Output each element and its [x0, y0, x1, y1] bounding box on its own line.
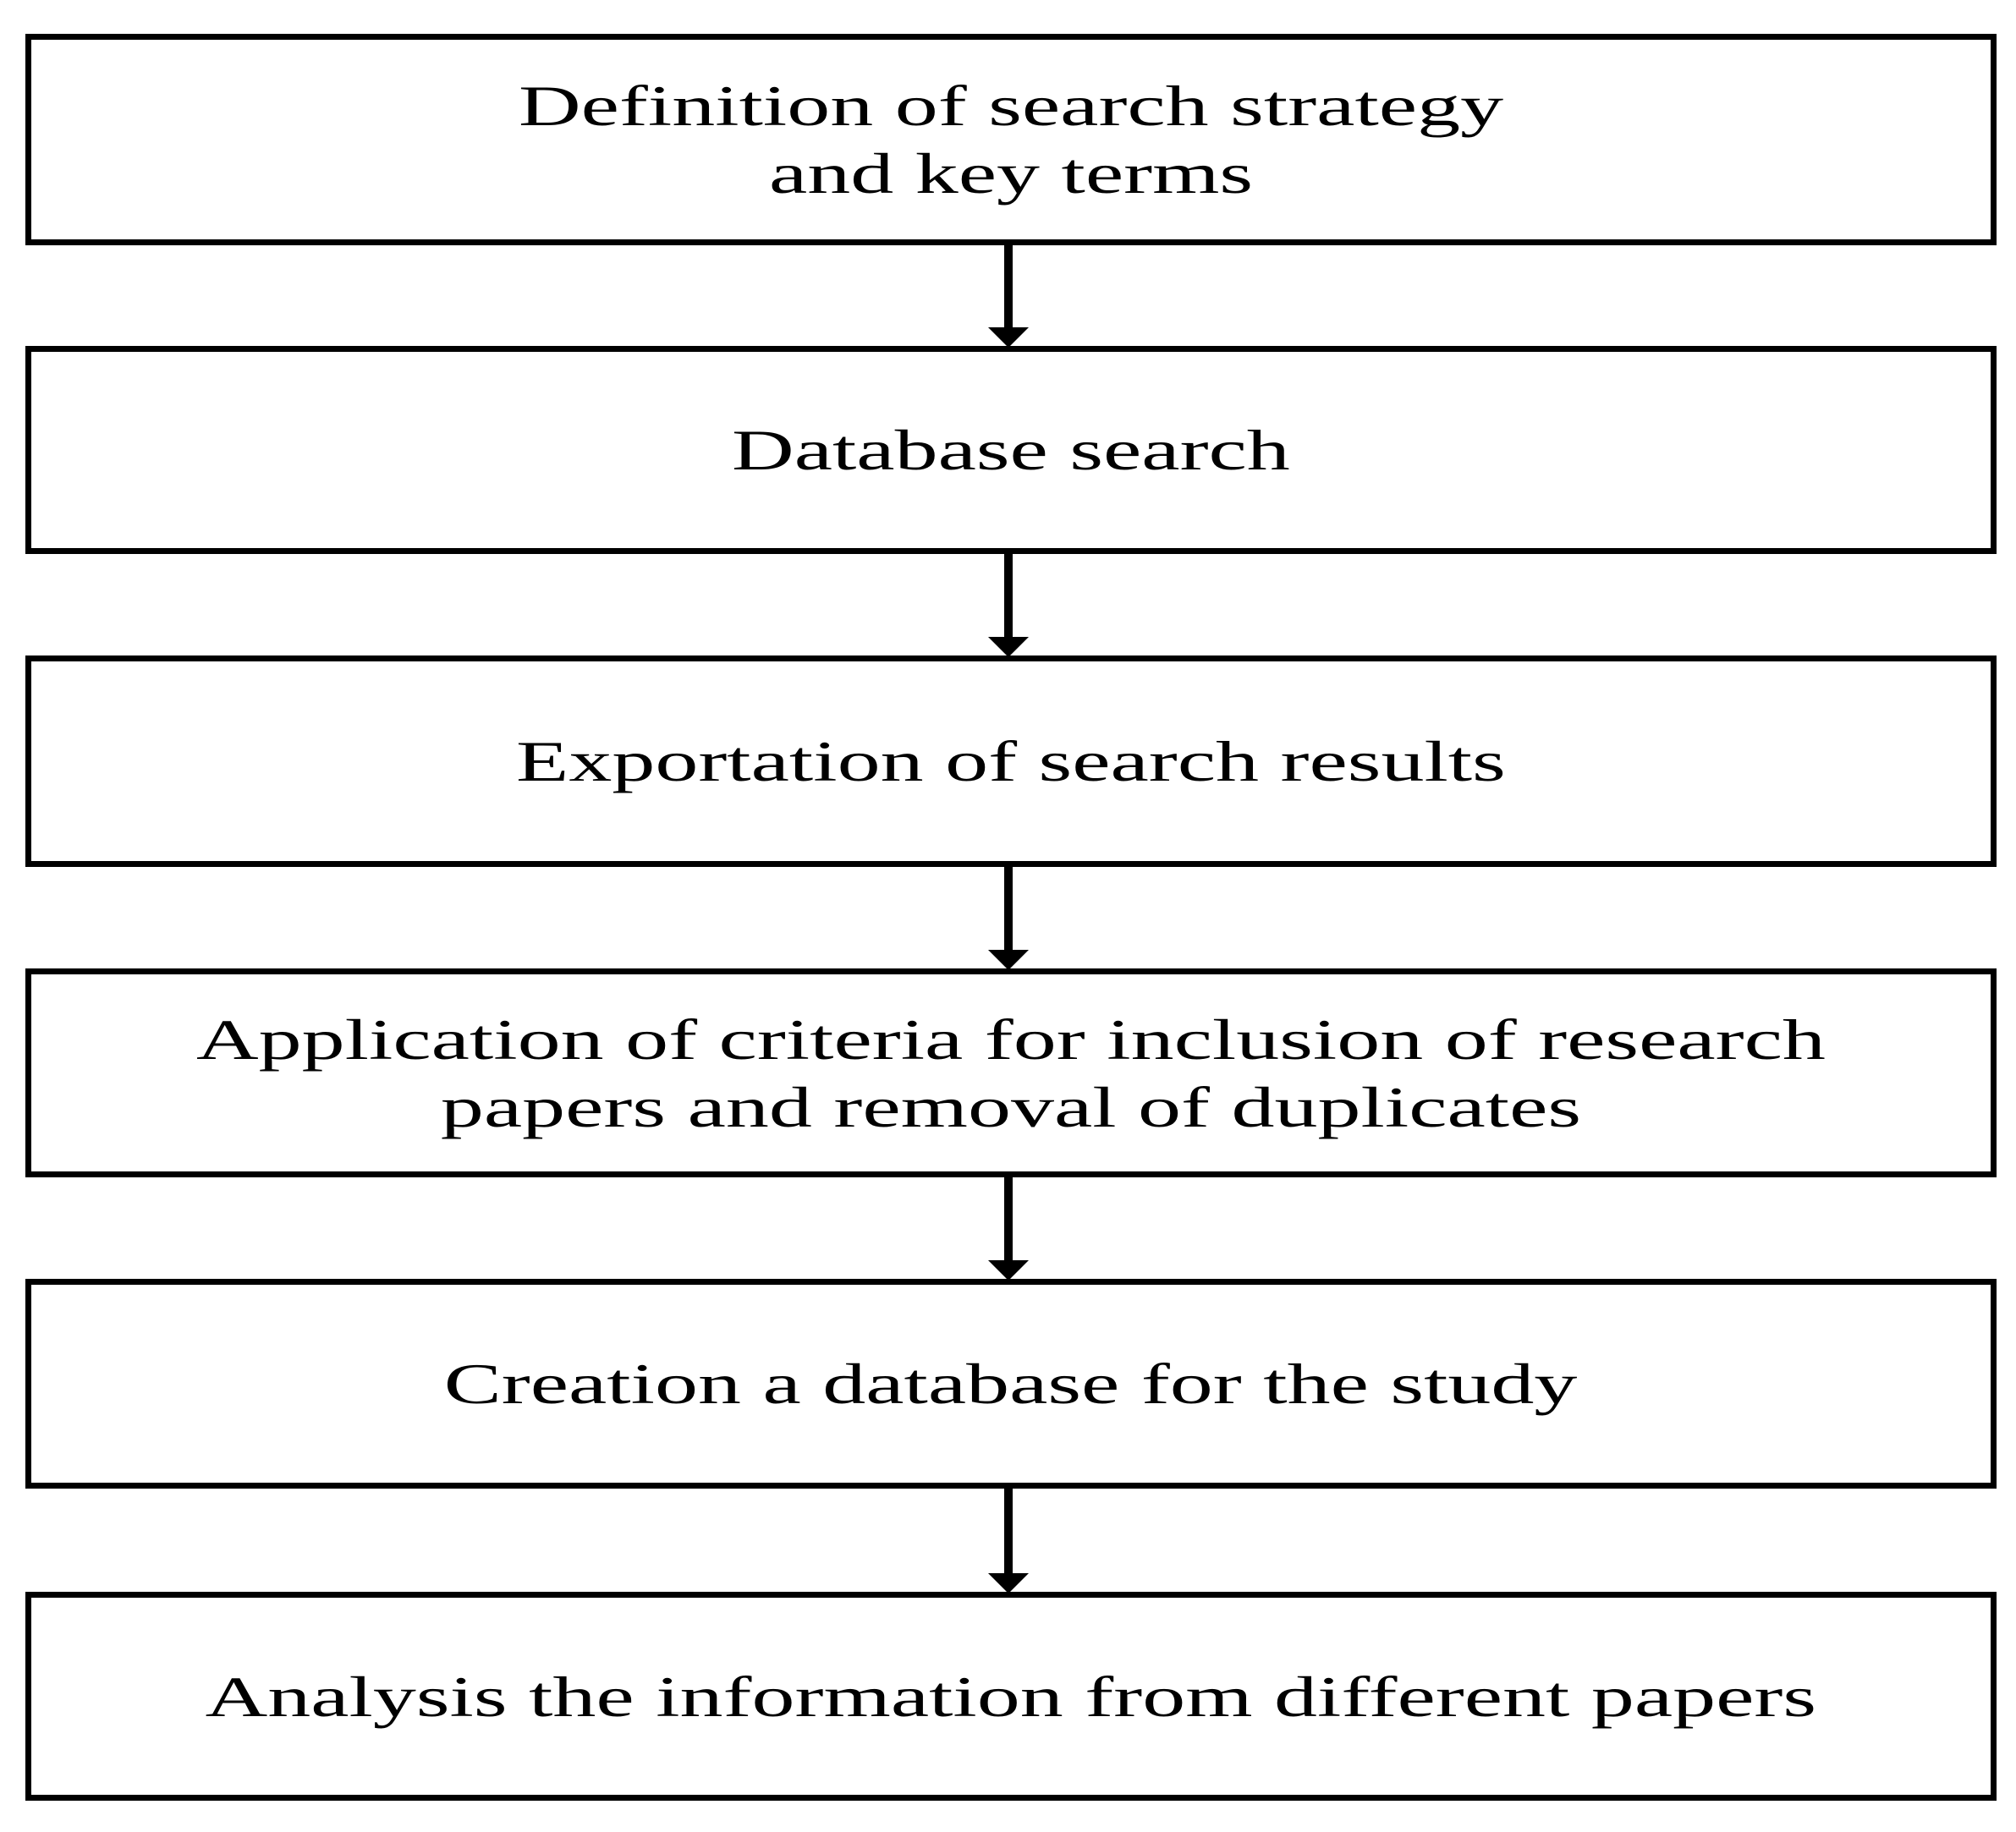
flow-step-criteria: Application of criteria for inclusion of…	[25, 968, 1997, 1177]
arrow-line	[1004, 244, 1013, 332]
flow-step-database-search: Database search	[25, 346, 1997, 554]
flow-step-label: Exportation of search results	[516, 729, 1506, 793]
arrow-line	[1004, 865, 1013, 955]
arrow-line	[1004, 552, 1013, 642]
arrow-down-icon	[988, 1573, 1029, 1593]
flow-arrow-5	[988, 1487, 1029, 1593]
flow-step-analysis: Analysis the information from different …	[25, 1592, 1997, 1801]
arrow-down-icon	[988, 637, 1029, 657]
arrow-down-icon	[988, 1260, 1029, 1281]
flow-arrow-2	[988, 552, 1029, 657]
arrow-line	[1004, 1487, 1013, 1578]
arrow-down-icon	[988, 950, 1029, 970]
flow-step-exportation: Exportation of search results	[25, 655, 1997, 867]
flow-step-label: Definition of search strategy and key te…	[518, 74, 1504, 206]
arrow-line	[1004, 1176, 1013, 1265]
flow-step-definition: Definition of search strategy and key te…	[25, 34, 1997, 245]
flow-step-label: Analysis the information from different …	[205, 1664, 1817, 1729]
arrow-down-icon	[988, 327, 1029, 348]
flow-step-label: Creation a database for the study	[444, 1352, 1578, 1416]
flow-step-creation-database: Creation a database for the study	[25, 1279, 1997, 1489]
flow-step-label: Database search	[732, 418, 1290, 482]
flow-arrow-3	[988, 865, 1029, 970]
flow-arrow-1	[988, 244, 1029, 348]
flow-step-label: Application of criteria for inclusion of…	[196, 1007, 1826, 1139]
flow-arrow-4	[988, 1176, 1029, 1281]
